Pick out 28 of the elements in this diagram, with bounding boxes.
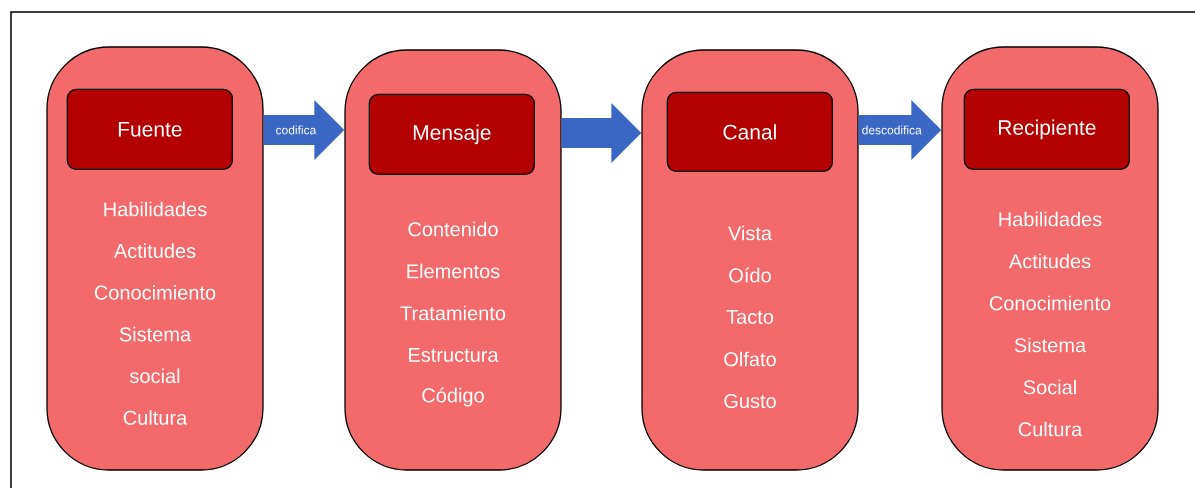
list-item: Social xyxy=(1023,379,1076,395)
list-item: Sistema xyxy=(1014,337,1087,353)
list-item: Olfato xyxy=(724,351,776,367)
list-item: Oído xyxy=(729,267,771,283)
list-item: Conocimiento xyxy=(94,285,216,300)
edge-label: codifica xyxy=(274,124,318,136)
list-item: Tratamiento xyxy=(400,305,506,321)
edge-label: descodifica xyxy=(860,124,924,136)
list-item: Sistema xyxy=(119,326,192,342)
list-item: Gusto xyxy=(724,393,776,409)
list-item: Habilidades xyxy=(104,201,207,217)
title-box: Fuente xyxy=(66,88,233,170)
list-item: Tacto xyxy=(726,310,774,324)
title-box: Recipiente xyxy=(963,88,1130,170)
list-item: Elementos xyxy=(407,263,500,279)
list-item: Estructura xyxy=(409,348,499,362)
list-item: Cultura xyxy=(1018,421,1083,437)
list-item: Conocimiento xyxy=(989,295,1111,311)
list-item: Vista xyxy=(728,225,773,241)
list-item: Cultura xyxy=(123,410,188,425)
list-item: Habilidades xyxy=(999,211,1102,227)
list-item: Actitudes xyxy=(1008,253,1091,269)
list-item: Código xyxy=(422,387,484,407)
list-item: Actitudes xyxy=(113,243,196,259)
list-item: Contenido xyxy=(408,221,498,237)
title-box: Mensaje xyxy=(368,93,535,175)
list-item: social xyxy=(130,368,180,384)
title-box: Canal xyxy=(666,91,833,172)
